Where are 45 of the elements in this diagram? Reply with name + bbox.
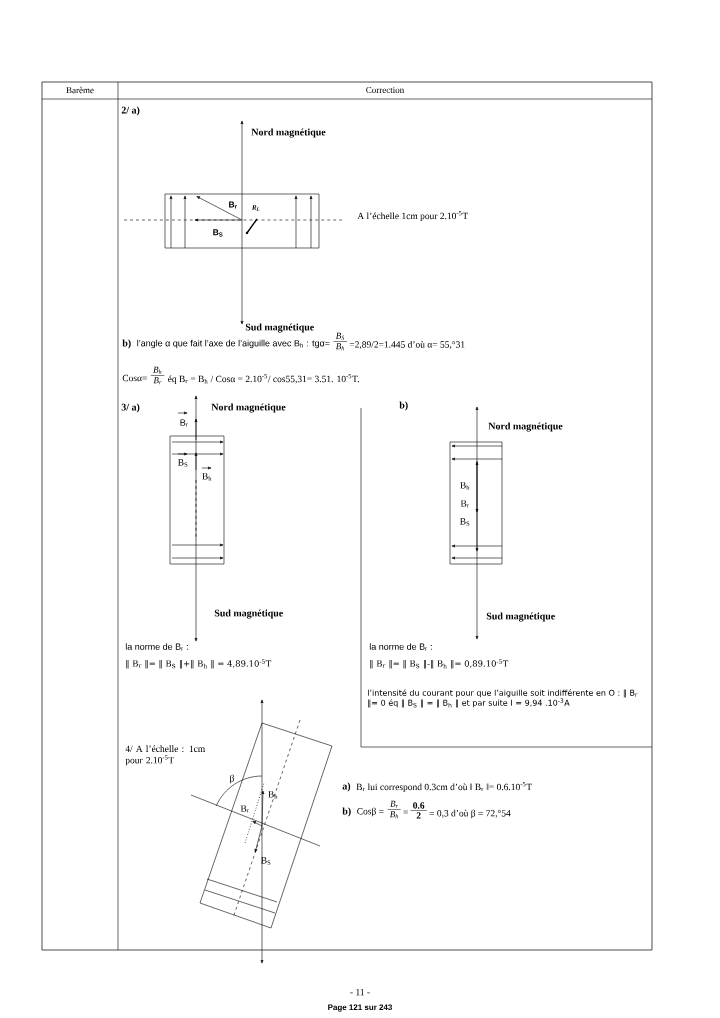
answer-text: Cosβ = xyxy=(357,807,384,817)
answer-text: éq B$_{r}$ = B$_{h}$ / Cosα = 2.10$^{-5}$/ cos55,31= 3.51. 10$^{-5}$T. xyxy=(168,373,359,385)
scale-note: 4/ A l’échelle : 1cm pour 2.10$^{-5}$T xyxy=(125,745,206,766)
vector-label: B$_{r}$ xyxy=(229,201,237,209)
fraction: B$_{h}$ B$_{r}$ xyxy=(150,366,165,385)
vector-label: B$_{r}$ xyxy=(240,805,249,813)
vector-label: B$_{r}$ xyxy=(460,500,469,508)
axis-label: Sud magnétique xyxy=(245,323,314,333)
fraction: B$_{r}$ B$_{h}$ xyxy=(387,800,401,819)
answer-text: =2,89/2=1.445 d’où α= 55,°31 xyxy=(349,341,465,349)
axis-label: Sud magnétique xyxy=(214,609,283,619)
scale-note: A l’échelle 1cm pour 2.10$^{-5}$T xyxy=(357,210,468,222)
question-number: b) xyxy=(342,807,351,817)
vector-label: B$_{S}$ xyxy=(178,459,188,467)
fraction: B$_{S}$ B$_{h}$ xyxy=(333,332,348,351)
axis-label: Sud magnétique xyxy=(486,612,555,622)
column-header: Barème xyxy=(66,86,94,94)
axis-label: Nord magnétique xyxy=(488,422,563,432)
question-number: b) xyxy=(122,339,131,349)
answer-text: B$_{r}$ lui correspond 0.3cm d’où ‖ B$_{r}$ ‖= 0.6.10$^{-5}$T xyxy=(356,781,532,793)
formula-text: ‖ B$_{r}$ ‖= ‖ B$_{S}$ ‖-‖ B$_{h}$ ‖= 0,89.10$^{-5}$T xyxy=(370,659,509,669)
column-header: Correction xyxy=(366,87,405,94)
answer-text: la norme de B$_{r}$ : xyxy=(369,643,432,651)
answer-text: la norme de B$_{r}$ : xyxy=(125,643,188,651)
vector-label: B$_{S}$ xyxy=(261,857,271,865)
axis-label: Nord magnétique xyxy=(211,403,286,413)
angle-label: β xyxy=(230,774,234,784)
vector-label: B$_{S}$ xyxy=(460,518,470,526)
question-number: b) xyxy=(399,401,408,411)
page-number: - 11 - xyxy=(350,988,370,996)
vector-label: B$_{h}$ xyxy=(268,791,278,799)
answer-text: l’angle α que fait l’axe de l’aiguille avec B$_{h}$ : tgα= xyxy=(137,339,330,349)
formula-text: ‖ B$_{r}$ ‖= ‖ B$_{S}$ ‖+‖ B$_{h}$ ‖ = 4,89.10$^{-5}$T xyxy=(126,659,272,669)
fraction: 0.6 2 xyxy=(410,802,428,819)
axis-label: Nord magnétique xyxy=(251,128,326,138)
vector-label: B$_{h}$ xyxy=(460,482,470,490)
question-number: 2/ a) xyxy=(121,106,140,116)
answer-text: = 0,3 d’où β = 72,°54 xyxy=(429,809,511,819)
vector-label: B$_{h}$ xyxy=(202,473,212,481)
answer-text: Cosα= xyxy=(122,374,147,382)
question-number: 3/ a) xyxy=(121,403,140,413)
answer-text: = xyxy=(403,810,408,814)
question-number: a) xyxy=(342,782,351,792)
vector-label: B$_{S}$ xyxy=(213,229,223,237)
vector-label: B$_{r}$ xyxy=(180,419,188,427)
